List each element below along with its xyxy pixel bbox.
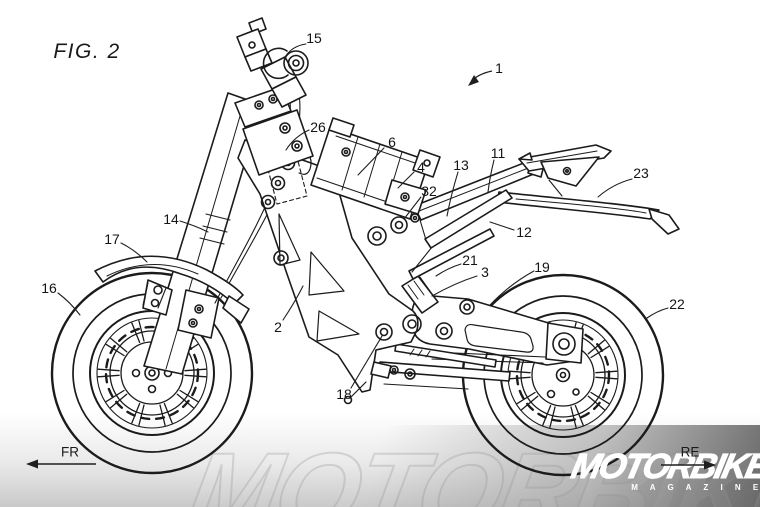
leader-23 [597,178,633,198]
swingarm [410,294,584,366]
leader-22 [646,307,669,319]
footrest-bar [378,343,511,390]
front-direction-label: FR [61,444,79,460]
leader-32 [403,196,422,220]
leader-4 [397,171,415,189]
tail-section [518,144,612,197]
ref-1-arrow [468,70,493,86]
main-frame [237,139,419,393]
logo-gradient-corner [340,425,760,507]
frame-bolts [367,213,422,341]
ref-label-15: 15 [306,30,322,46]
ref-label-16: 16 [41,280,57,296]
leader-14 [179,220,209,233]
ref-label-21: 21 [462,252,478,268]
ref-label-12: 12 [516,224,532,240]
handlebar-assembly [236,17,309,108]
figure-title: FIG. 2 [53,40,121,63]
rear-subframe [408,158,542,280]
leader-15 [284,43,307,58]
ref-label-23: 23 [633,165,649,181]
leader-18 [350,335,383,389]
ref-label-17: 17 [104,231,120,247]
leader-13 [446,171,459,217]
ref-label-11: 11 [490,145,506,161]
logo-subtitle: M A G A Z I N E [631,483,760,492]
front-fender [94,255,250,324]
ref-label-19: 19 [534,259,550,275]
leader-6 [357,147,385,176]
rear-wheel [461,273,665,477]
leader-17 [120,242,148,263]
ref-label-6: 6 [388,134,396,150]
ref-label-14: 14 [163,211,179,227]
leader-lines [57,43,669,389]
front-brake-caliper [177,289,220,339]
rear-direction-label: RE [680,444,700,460]
leader-21 [435,263,462,277]
leader-16 [57,292,81,316]
ref-label-1: 1 [495,60,503,76]
ref-label-2: 2 [274,319,282,335]
rear-fender [496,191,680,235]
ref-label-22: 22 [669,296,685,312]
leader-2 [282,285,304,321]
ref-label-4: 4 [417,159,425,175]
leader-12 [489,221,515,231]
ref-label-3: 3 [481,264,489,280]
ref-label-32: 32 [421,183,437,199]
leader-19 [489,270,535,306]
leader-11 [487,159,495,193]
ref-label-13: 13 [453,157,469,173]
leader-26 [285,129,310,151]
front-direction-arrow [26,459,96,469]
leader-3 [431,275,478,297]
motorbike-logo: MOTORBIKE M A G A Z I N E [567,447,760,493]
ref-label-26: 26 [310,119,326,135]
battery-bracket [384,179,427,215]
motor-assembly [343,361,399,405]
ref-label-18: 18 [336,386,352,402]
rear-direction-arrow [661,460,716,470]
